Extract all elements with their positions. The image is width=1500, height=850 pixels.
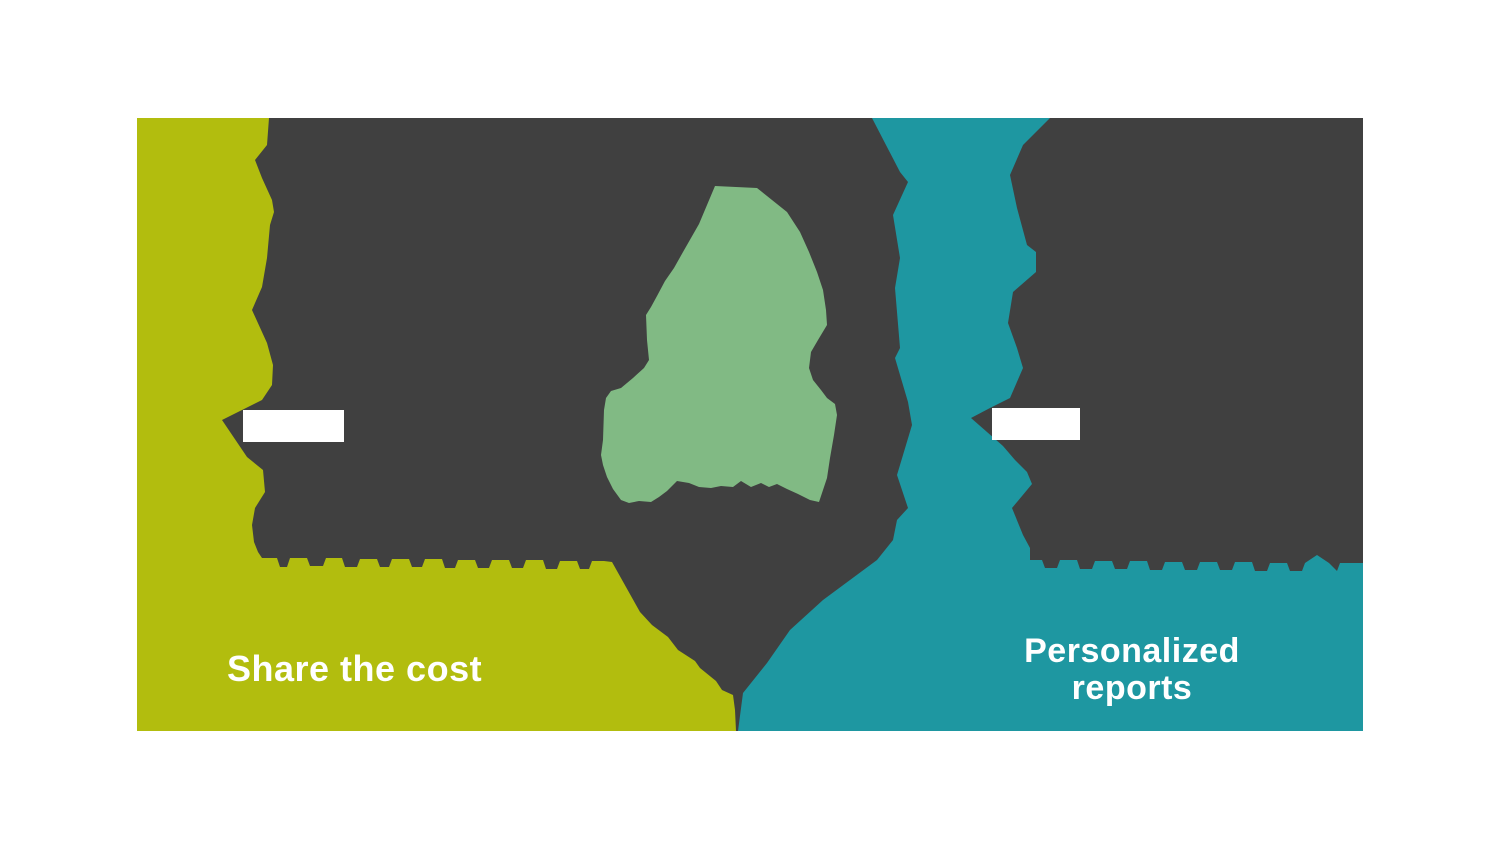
left-panel-shape [137,118,736,731]
right-panel-shape [738,118,1363,731]
right-highlight-bar [992,408,1080,440]
right-panel-label: Personalized reports [1024,632,1240,707]
left-highlight-bar [243,410,344,442]
rocket-shape [601,186,837,503]
infographic-canvas [137,118,1363,731]
left-panel-label: Share the cost [227,648,483,689]
infographic-image: Share the cost Personalized reports [137,118,1363,731]
